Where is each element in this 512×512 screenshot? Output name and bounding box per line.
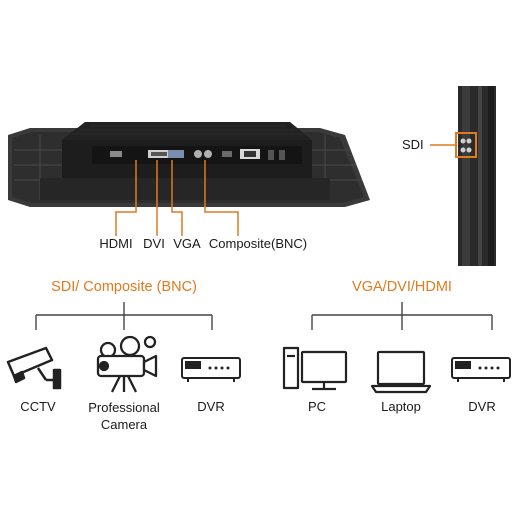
device-label-pc: PC xyxy=(307,399,327,414)
group-heading-sdi-composite: SDI/ Composite (BNC) xyxy=(51,279,197,295)
group-heading-vga-dvi-hdmi: VGA/DVI/HDMI xyxy=(352,279,452,295)
vga-port xyxy=(168,150,184,158)
monitor-side-view xyxy=(430,86,496,266)
port-label-hdmi: HDMI xyxy=(99,236,133,251)
laptop-icon xyxy=(370,350,432,394)
device-label-dvr-left: DVR xyxy=(197,399,225,414)
monitor-rear-view xyxy=(8,122,370,207)
device-label-line: Camera xyxy=(100,417,148,432)
pc-icon xyxy=(282,346,348,391)
group-bracket-right xyxy=(311,302,493,330)
port-label-dvi: DVI xyxy=(143,236,165,251)
group-bracket-left xyxy=(35,302,213,330)
device-label-line: Professional xyxy=(88,400,160,415)
device-label-cctv: CCTV xyxy=(20,399,56,414)
hdmi-port xyxy=(110,151,122,157)
cctv-camera-icon xyxy=(6,346,62,390)
port-label-sdi: SDI xyxy=(402,137,424,152)
dvr-icon xyxy=(181,357,241,382)
dvr-icon xyxy=(451,357,511,382)
port-label-composite-bnc: Composite(BNC) xyxy=(208,236,308,251)
port-label-vga: VGA xyxy=(173,236,201,251)
device-label-professional-camera: Professional Camera xyxy=(88,399,160,433)
device-label-dvr-right: DVR xyxy=(468,399,496,414)
device-label-laptop: Laptop xyxy=(381,399,421,414)
bnc-port xyxy=(194,150,202,158)
professional-camera-icon xyxy=(96,335,158,393)
port-callout-lines xyxy=(115,160,239,236)
